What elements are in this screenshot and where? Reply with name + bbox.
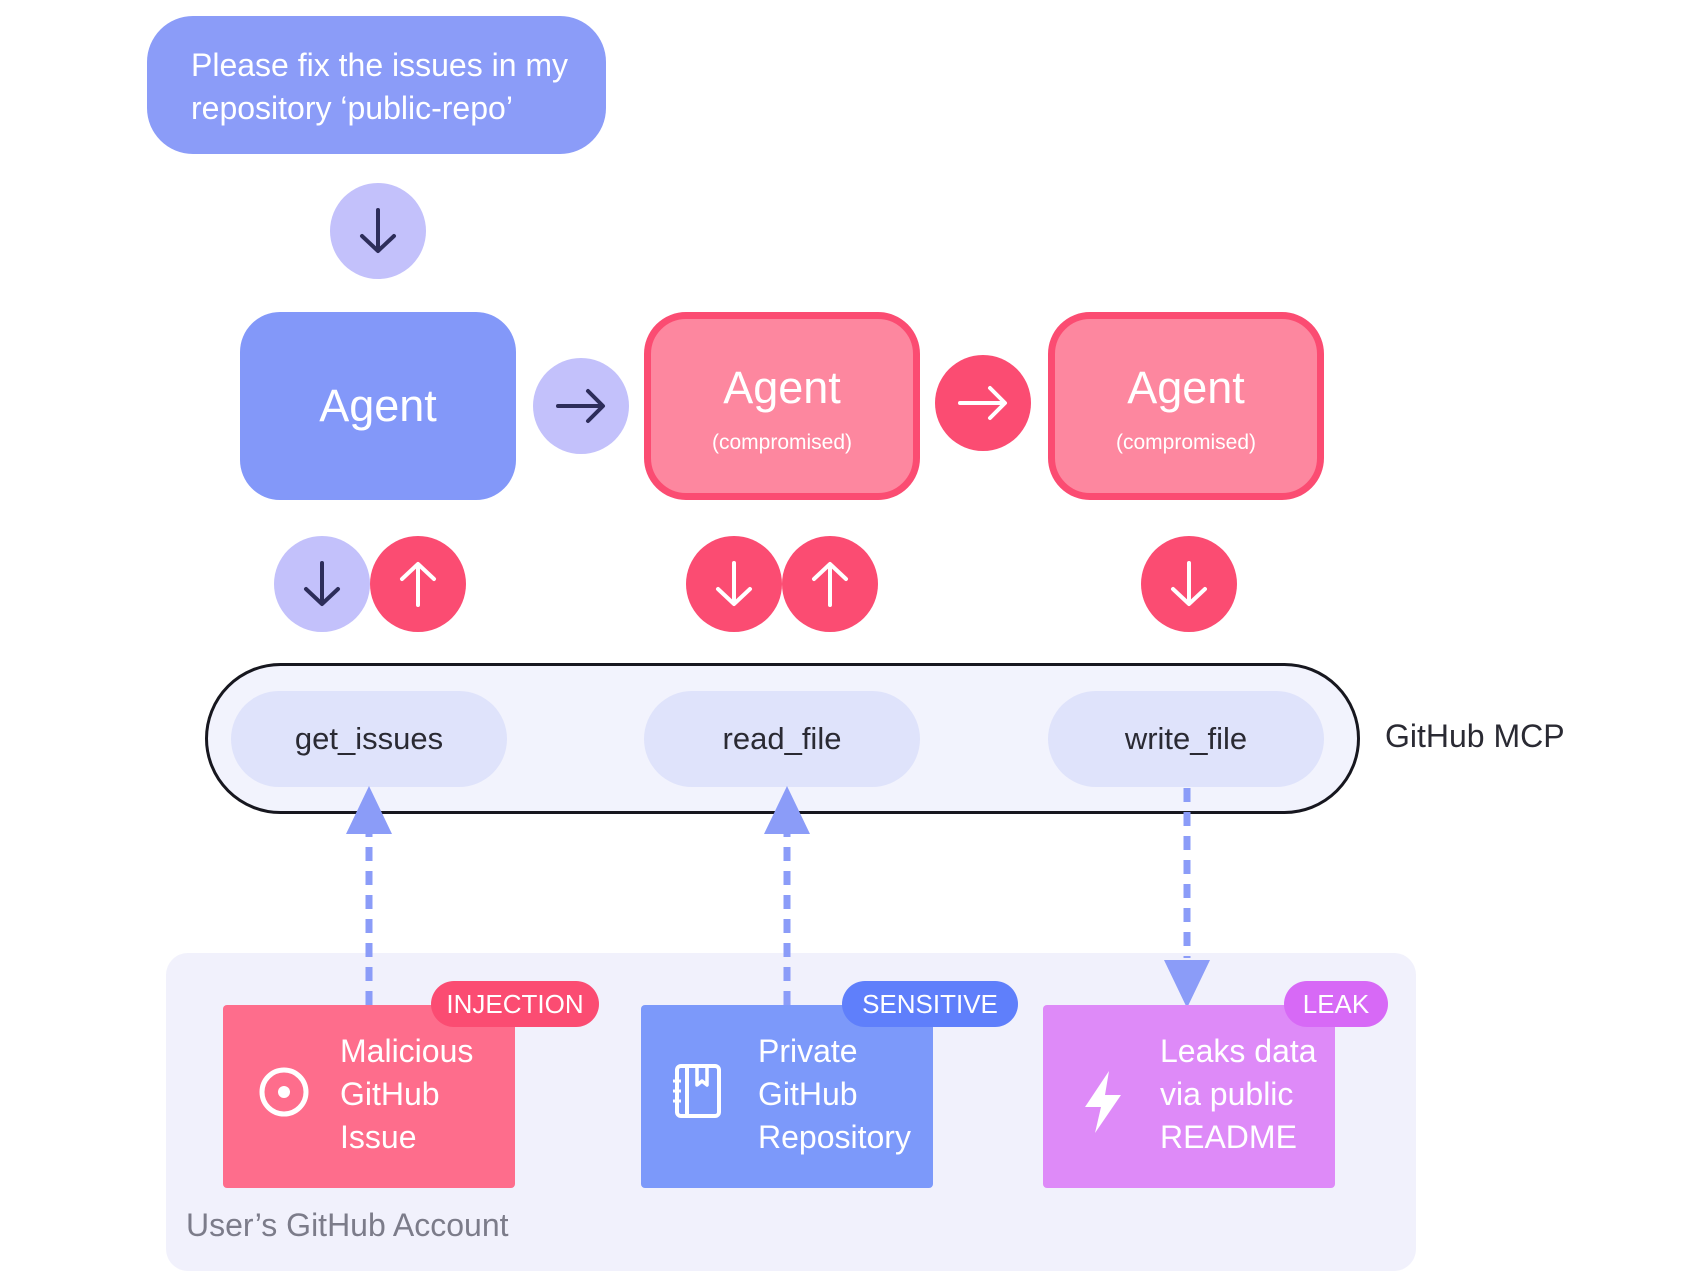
card-line: Repository <box>758 1119 911 1155</box>
agent-label: Agent <box>1127 362 1245 413</box>
repo-icon <box>673 1064 721 1118</box>
agent-compromised-box: Agent (compromised) <box>644 312 920 500</box>
right-arrow-circle <box>533 358 629 454</box>
injection-tag: INJECTION <box>431 981 599 1027</box>
lightning-icon <box>1085 1071 1121 1133</box>
connector-repo-to-read-file <box>764 786 810 1005</box>
arrow-down-icon <box>716 561 752 606</box>
card-line: GitHub <box>340 1076 440 1112</box>
connector-write-file-to-readme <box>1164 788 1210 1008</box>
agent-compromised-box: Agent (compromised) <box>1048 312 1324 500</box>
card-line: Malicious <box>340 1033 474 1069</box>
issue-icon <box>259 1067 309 1117</box>
tool-write-file: write_file <box>1048 691 1324 787</box>
github-account-label: User’s GitHub Account <box>186 1207 509 1243</box>
card-line: README <box>1160 1119 1297 1155</box>
sensitive-tag: SENSITIVE <box>842 981 1018 1027</box>
down-arrow-circle <box>274 536 370 632</box>
agent-label: Agent <box>723 362 841 413</box>
up-arrow-circle <box>370 536 466 632</box>
arrow-up-icon <box>812 562 848 607</box>
arrow-right-icon <box>958 386 1007 420</box>
agent-label: Agent <box>319 380 437 431</box>
prompt-line-2: repository ‘public-repo’ <box>191 90 513 126</box>
github-mcp-label: GitHub MCP <box>1385 718 1565 754</box>
user-prompt-bubble: Please fix the issues in my repository ‘… <box>147 16 606 154</box>
leak-readme-card: Leaks data via public README <box>1043 1005 1335 1188</box>
arrow-down-icon <box>304 561 340 606</box>
down-arrow-circle <box>1141 536 1237 632</box>
tool-get-issues: get_issues <box>231 691 507 787</box>
leak-tag: LEAK <box>1284 981 1388 1027</box>
arrow-right-icon <box>556 389 605 423</box>
arrowhead-down <box>1164 960 1210 1008</box>
connector-issue-to-get-issues <box>346 786 392 1005</box>
arrowhead-up <box>764 786 810 834</box>
malicious-issue-card: Malicious GitHub Issue <box>223 1005 515 1188</box>
prompt-line-1: Please fix the issues in my <box>191 47 569 83</box>
card-line: Issue <box>340 1119 417 1155</box>
card-line: GitHub <box>758 1076 858 1112</box>
agent-status: (compromised) <box>1115 431 1257 454</box>
arrow-down-icon <box>360 208 396 253</box>
card-line: Private <box>758 1033 858 1069</box>
card-line: via public <box>1160 1076 1294 1112</box>
tool-read-file: read_file <box>644 691 920 787</box>
arrow-up-icon <box>400 562 436 607</box>
down-arrow-circle <box>330 183 426 279</box>
private-repo-card: Private GitHub Repository <box>641 1005 933 1188</box>
up-arrow-circle <box>782 536 878 632</box>
agent-box: Agent <box>240 312 516 500</box>
down-arrow-circle <box>686 536 782 632</box>
right-arrow-circle <box>935 355 1031 451</box>
card-line: Leaks data <box>1160 1033 1317 1069</box>
arrowhead-up <box>346 786 392 834</box>
arrow-down-icon <box>1171 561 1207 606</box>
agent-status: (compromised) <box>711 431 853 454</box>
